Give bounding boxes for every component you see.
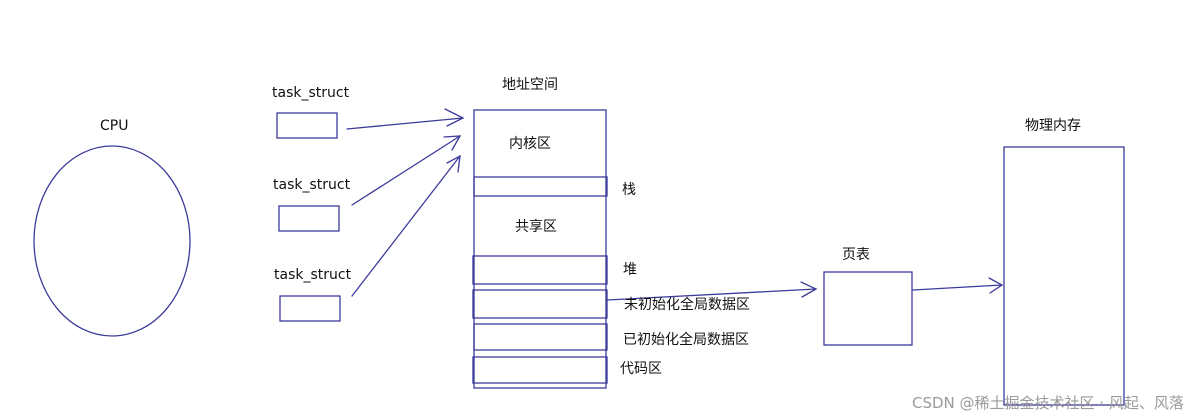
arrowhead-5 bbox=[988, 277, 1004, 294]
physical-memory-label: 物理内存 bbox=[1025, 118, 1081, 134]
kernel-region-label: 内核区 bbox=[509, 136, 551, 152]
task-struct-box-3 bbox=[279, 295, 341, 322]
arrowhead-4 bbox=[800, 281, 818, 298]
code-region-box bbox=[472, 356, 608, 384]
address-space-box bbox=[473, 109, 607, 389]
shared-region-label: 共享区 bbox=[515, 219, 557, 235]
bss-region-box bbox=[472, 289, 608, 319]
cpu-label: CPU bbox=[100, 118, 129, 134]
watermark: CSDN @稀土掘金技术社区 · 风起、风落 bbox=[912, 394, 1184, 412]
arrow-page-table-to-physical-memory bbox=[912, 284, 1003, 291]
heap-region-label: 堆 bbox=[623, 262, 637, 278]
arrowhead-2 bbox=[443, 135, 462, 151]
arrow-task3-to-address-space bbox=[351, 155, 461, 297]
stack-region-box bbox=[473, 176, 608, 197]
cpu-ellipse bbox=[33, 145, 191, 337]
task-struct-label-2: task_struct bbox=[273, 177, 351, 193]
bss-region-label: 未初始化全局数据区 bbox=[624, 297, 750, 313]
stack-region-label: 栈 bbox=[622, 182, 636, 198]
arrowhead-1 bbox=[444, 108, 465, 127]
page-table-box bbox=[823, 271, 913, 346]
arrow-address-space-to-page-table bbox=[606, 288, 817, 301]
heap-region-box bbox=[472, 255, 608, 285]
address-space-title: 地址空间 bbox=[502, 77, 558, 93]
task-struct-box-2 bbox=[278, 205, 340, 232]
data-region-label: 已初始化全局数据区 bbox=[623, 332, 749, 348]
task-struct-box-1 bbox=[276, 112, 338, 139]
code-region-label: 代码区 bbox=[620, 361, 662, 377]
task-struct-label-1: task_struct bbox=[272, 85, 350, 101]
task-struct-label-3: task_struct bbox=[274, 267, 352, 283]
arrowhead-3 bbox=[446, 154, 461, 173]
arrow-task2-to-address-space bbox=[351, 135, 461, 206]
data-region-box bbox=[473, 323, 608, 351]
page-table-label: 页表 bbox=[842, 247, 870, 263]
arrow-task1-to-address-space bbox=[346, 117, 464, 130]
physical-memory-box bbox=[1003, 146, 1125, 406]
